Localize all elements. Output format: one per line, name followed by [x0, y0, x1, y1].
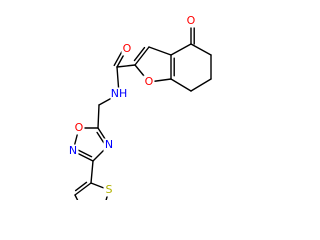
ketone-oxygen-label: O — [187, 14, 196, 27]
bond-c3a-c4 — [170, 43, 192, 56]
amide-oxygen-label: O — [123, 42, 132, 55]
thiophene-sulfur-label-background — [103, 183, 115, 197]
furan-oxygen-label-background — [143, 75, 155, 89]
bond-c7-c7a — [170, 78, 192, 92]
amide-oxygen-label-background — [121, 42, 133, 56]
oxadiazole-nitrogen-2-label: N — [69, 144, 77, 157]
oxadiazole-nitrogen-4-label: N — [105, 138, 113, 151]
oxadiazole-oxygen-label-background — [73, 121, 85, 135]
thiophene-sulfur-label: S — [106, 183, 113, 196]
oxadiazole-nitrogen-4-label-background — [103, 138, 115, 152]
bond-c6-c7 — [190, 78, 212, 92]
bond-ox-thiophene — [90, 160, 94, 184]
bond-layer — [72, 20, 212, 200]
bond-th-c2-c3-line-2 — [74, 181, 88, 192]
bond-ch2-oxadiazole — [97, 104, 100, 129]
bond-c2-carbonyl — [116, 64, 136, 68]
oxadiazole-nitrogen-2-label-background — [67, 144, 79, 158]
bond-ox-n4-c5-line-2 — [96, 131, 106, 145]
bond-c3-c2-line-2 — [133, 46, 146, 62]
oxadiazole-oxygen-label: O — [75, 121, 84, 134]
furan-oxygen-label: O — [145, 75, 154, 88]
ketone-oxygen-label-background — [185, 14, 197, 28]
bond-c4-c5 — [190, 43, 212, 56]
amide-nitrogen-label: NH — [111, 87, 128, 100]
bond-ox-n2-c3-line-2 — [76, 148, 93, 158]
bond-c3a-c3 — [148, 46, 172, 56]
bond-th-c3-c4 — [74, 194, 79, 200]
bond-c3-c2-line-1 — [134, 46, 150, 66]
bond-th-c2-c3-line-1 — [74, 182, 92, 196]
amide-nitrogen-label-background — [110, 87, 128, 101]
